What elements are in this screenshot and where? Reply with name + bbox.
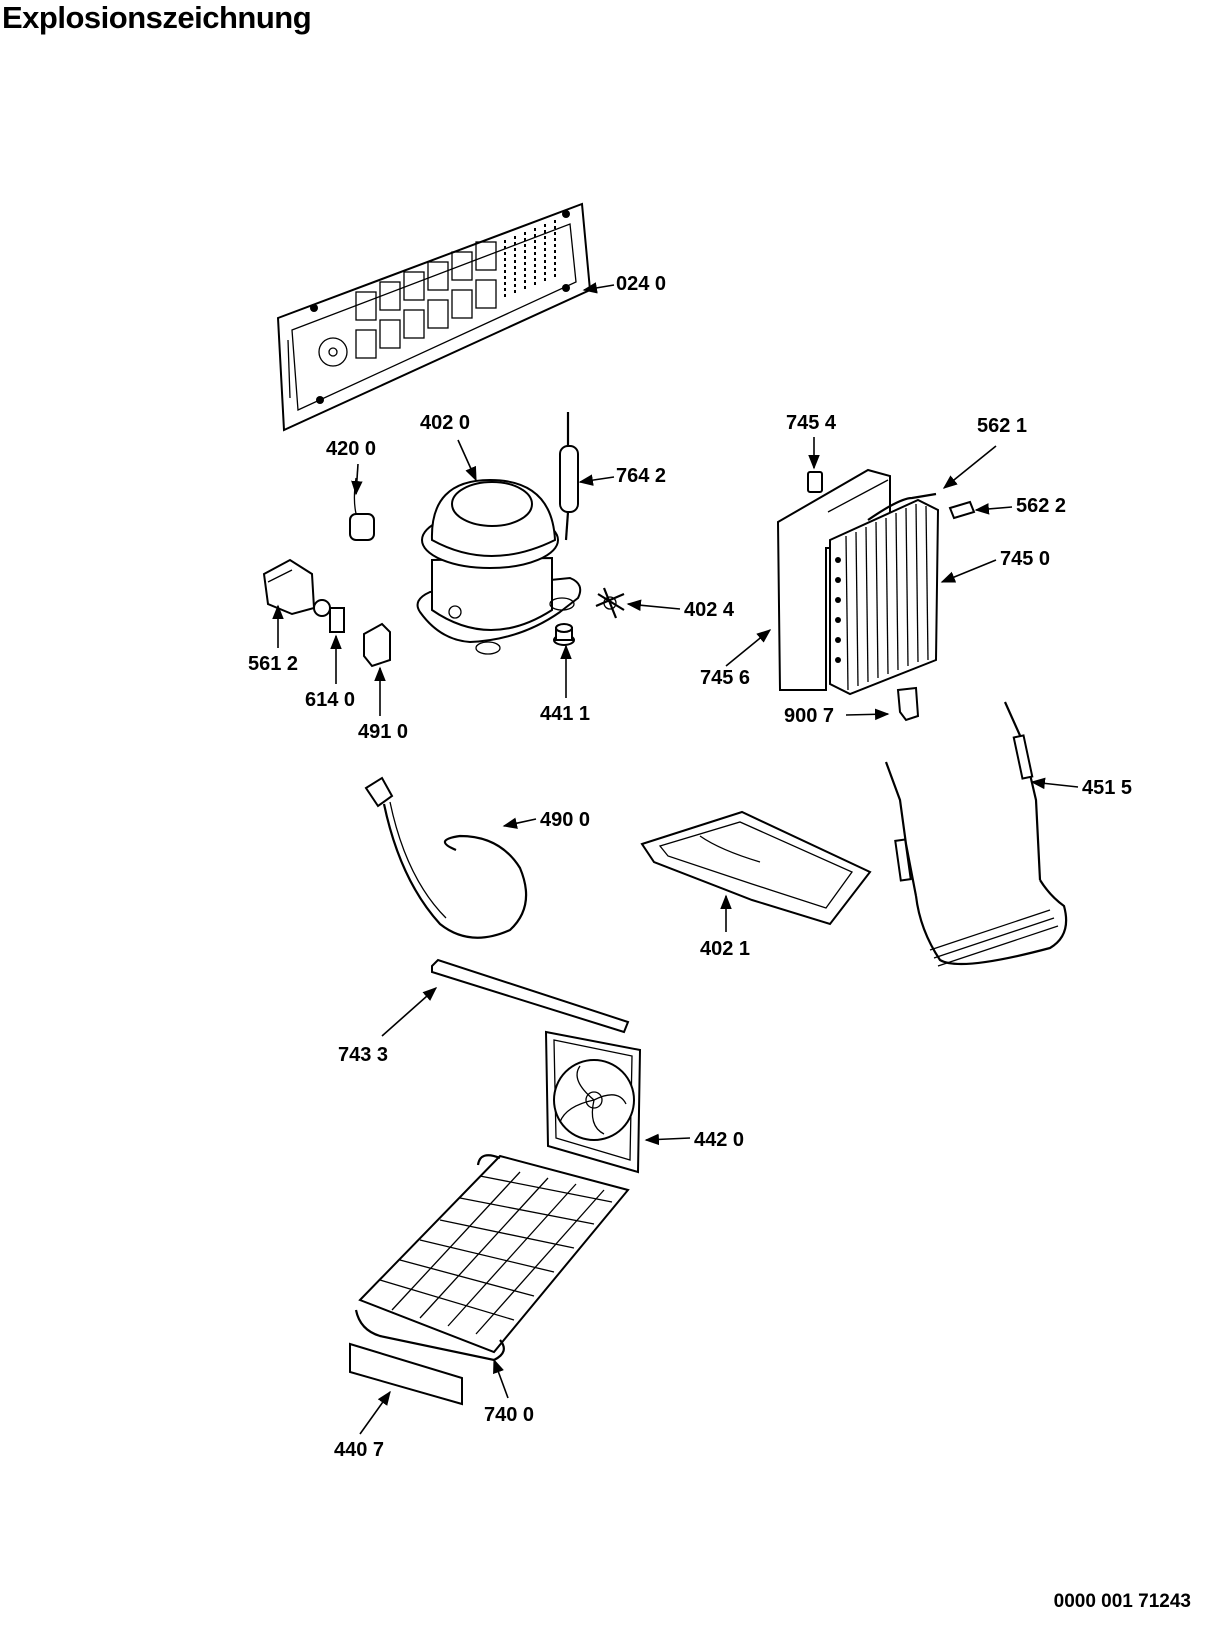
grommet-icon: [553, 623, 575, 646]
drip-tray-icon: [640, 810, 872, 926]
heater-element-icon: [884, 701, 1068, 967]
document-number: 0000 001 71243: [1053, 1591, 1191, 1612]
part-label-7456: 745 6: [700, 667, 750, 689]
part-label-4407: 440 7: [334, 1439, 384, 1461]
part-label-4200: 420 0: [326, 438, 376, 460]
part-label-0240: 024 0: [616, 273, 666, 295]
part-label-4515: 451 5: [1082, 777, 1132, 799]
foam-strip-icon: [431, 958, 630, 1034]
part-label-5612: 561 2: [248, 653, 298, 675]
overload-protector-icon: [313, 599, 345, 633]
clip-icon: [807, 471, 823, 493]
holder-icon: [896, 686, 920, 722]
page-title: Explosionszeichnung: [2, 0, 312, 35]
part-label-7454: 745 4: [786, 412, 837, 434]
evaporator-icon: [829, 498, 940, 696]
capacitor-icon: [349, 477, 375, 541]
leader-lines: [272, 282, 1079, 1435]
part-label-7400: 740 0: [484, 1404, 534, 1426]
rear-panel-icon: [276, 202, 592, 432]
part-label-6140: 614 0: [305, 689, 355, 711]
part-label-7433: 743 3: [338, 1044, 388, 1066]
filter-dryer-icon: [559, 412, 579, 541]
part-label-4420: 442 0: [694, 1129, 744, 1151]
sensor-wire-icon: [867, 492, 937, 521]
condenser-icon: [354, 1154, 630, 1362]
part-label-4020: 402 0: [420, 412, 470, 434]
part-label-7642: 764 2: [616, 465, 666, 487]
power-cord-icon: [364, 776, 528, 939]
clamp-icon: [595, 587, 625, 619]
fan-icon: [544, 1030, 642, 1174]
part-label-4900: 490 0: [540, 809, 590, 831]
part-label-9007: 900 7: [784, 705, 834, 727]
relay-icon: [262, 558, 316, 616]
part-label-4024: 402 4: [684, 599, 735, 621]
part-label-4411: 441 1: [540, 703, 590, 725]
part-label-7450: 745 0: [1000, 548, 1050, 570]
label-plate-icon: [349, 1342, 463, 1406]
part-label-5621: 562 1: [977, 415, 1027, 437]
compressor-icon: [416, 478, 582, 655]
relay-cover-icon: [363, 622, 391, 668]
part-label-5622: 562 2: [1016, 495, 1066, 517]
part-label-4910: 491 0: [358, 721, 408, 743]
part-label-4021: 402 1: [700, 938, 750, 960]
part-labels: 024 0 402 0 420 0 764 2 745 4 562 1 562 …: [248, 273, 1132, 1461]
sensor-clip-icon: [948, 500, 976, 520]
